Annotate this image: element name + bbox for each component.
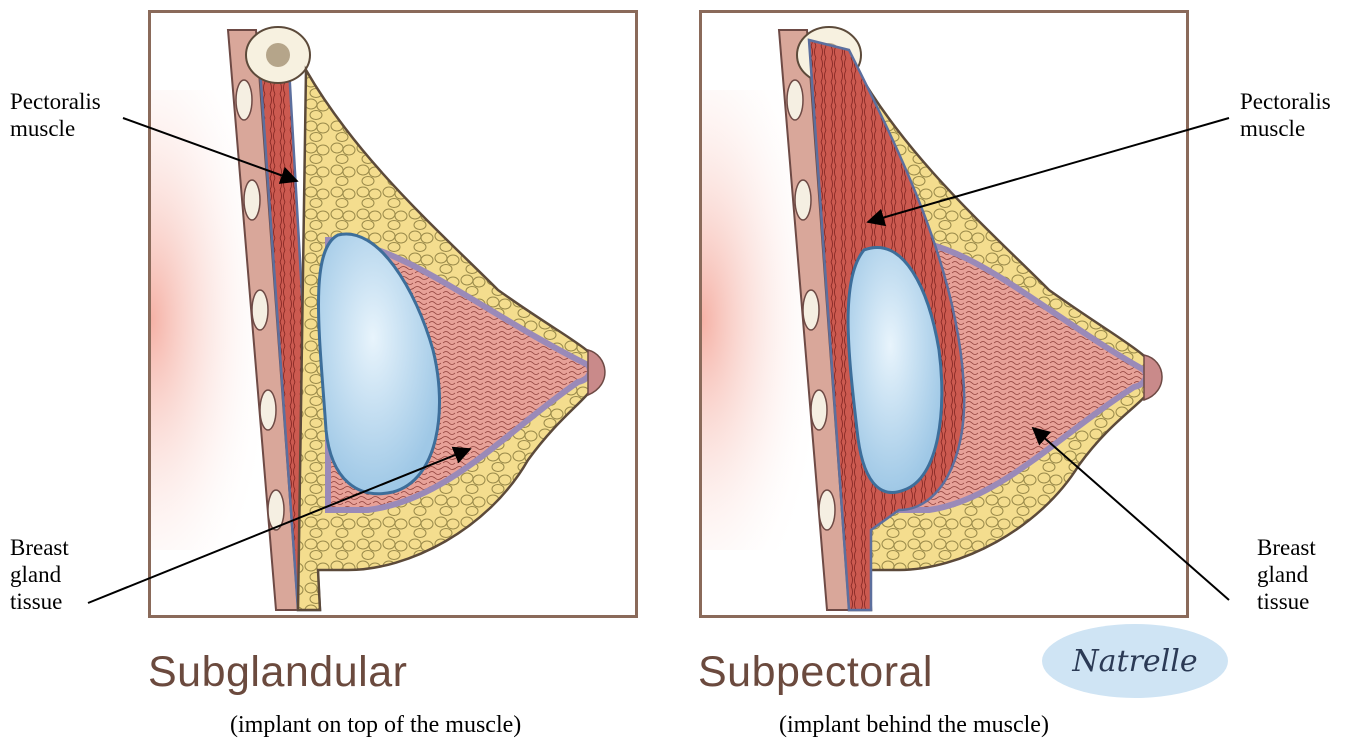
right-tissue-arrow bbox=[1033, 428, 1229, 600]
left-pectoralis-label: Pectoralis muscle bbox=[10, 88, 101, 142]
left-muscle-arrow bbox=[123, 118, 297, 181]
svg-text:Natrelle: Natrelle bbox=[1071, 644, 1197, 679]
right-pectoralis-label: Pectoralis muscle bbox=[1240, 88, 1331, 142]
right-panel-caption: (implant behind the muscle) bbox=[779, 712, 1049, 739]
natrelle-logo: Natrelle bbox=[1040, 622, 1230, 700]
right-panel-title: Subpectoral bbox=[698, 648, 933, 697]
right-muscle-arrow bbox=[868, 118, 1229, 222]
left-panel-caption: (implant on top of the muscle) bbox=[230, 712, 521, 739]
right-breast-gland-label: Breast gland tissue bbox=[1257, 534, 1316, 615]
left-panel-title: Subglandular bbox=[148, 648, 407, 697]
left-tissue-arrow bbox=[88, 449, 470, 603]
left-breast-gland-label: Breast gland tissue bbox=[10, 534, 69, 615]
